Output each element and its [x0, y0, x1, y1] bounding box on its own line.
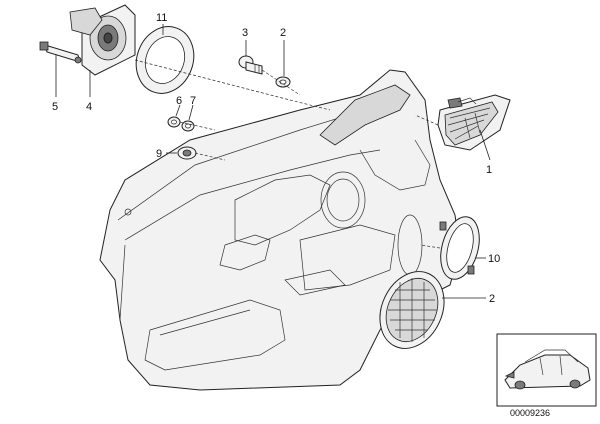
spacer-ring	[135, 26, 195, 94]
expanding-clip	[238, 55, 263, 75]
car-thumbnail	[496, 333, 597, 407]
grommet	[177, 146, 197, 160]
label-2-lower: 2	[489, 293, 495, 305]
washer	[275, 76, 291, 88]
label-11: 11	[156, 12, 167, 24]
speaker-ring	[439, 216, 480, 280]
label-6: 6	[176, 95, 182, 107]
label-2-upper: 2	[280, 27, 286, 39]
label-1: 1	[486, 164, 492, 176]
reference-number: 00009236	[510, 408, 550, 418]
speaker-grille	[379, 271, 445, 349]
assembly-lines	[134, 59, 441, 249]
label-4: 4	[86, 101, 92, 113]
pin-bolt	[39, 41, 82, 64]
callout-labels: 1 2 2 3 4 5 6 7 9 10 11	[52, 12, 500, 305]
tweeter-cover	[437, 94, 511, 151]
midrange-speaker	[69, 4, 136, 76]
label-3: 3	[242, 27, 248, 39]
nut-6	[167, 116, 181, 128]
leader-lines	[55, 24, 491, 299]
label-10: 10	[488, 253, 500, 265]
nut-7	[181, 120, 195, 132]
label-9: 9	[156, 148, 162, 160]
label-7: 7	[190, 95, 196, 107]
label-5: 5	[52, 101, 58, 113]
